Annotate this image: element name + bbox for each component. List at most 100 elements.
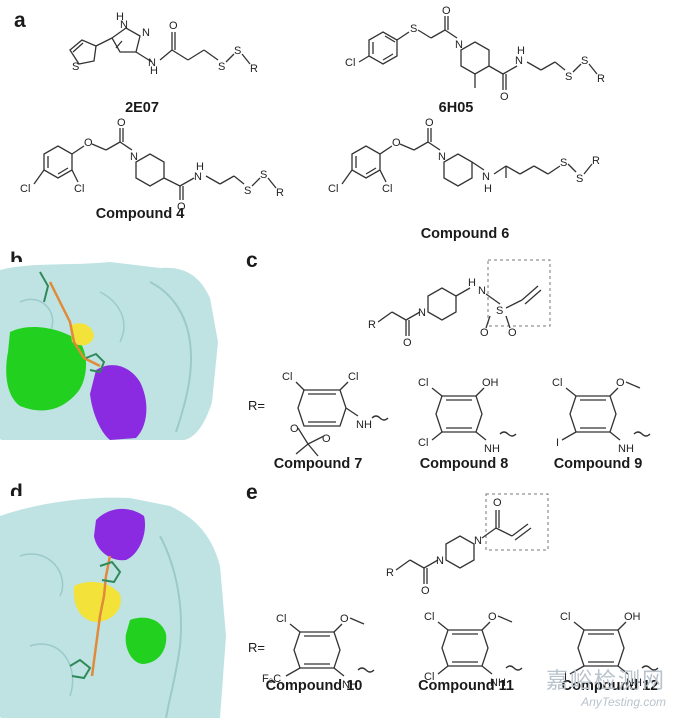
svg-text:N: N [474, 535, 482, 547]
svg-text:N: N [194, 171, 202, 183]
svg-text:F₃C: F₃C [262, 673, 281, 685]
label-compound-10: Compound 10 [265, 678, 363, 694]
svg-text:NH: NH [484, 443, 500, 455]
svg-text:S: S [72, 61, 79, 73]
label-compound-6: Compound 6 [420, 226, 510, 242]
svg-text:Cl: Cl [282, 371, 292, 383]
svg-text:N: N [436, 555, 444, 567]
svg-text:S: S [565, 71, 572, 83]
panel-letter-a: a [14, 9, 26, 32]
svg-text:H: H [196, 161, 204, 173]
label-compound-9: Compound 9 [553, 456, 643, 472]
svg-text:O: O [421, 585, 430, 597]
svg-text:NH: NH [626, 677, 642, 689]
svg-text:NH: NH [342, 679, 358, 691]
structure-compound-9: Cl O I NH [552, 377, 651, 455]
protein-surface-b [0, 262, 218, 440]
label-compound-11: Compound 11 [418, 678, 514, 694]
svg-text:Cl: Cl [328, 183, 338, 195]
svg-text:H: H [116, 11, 124, 23]
svg-text:S: S [560, 157, 567, 169]
protein-surface-d [0, 496, 226, 718]
svg-text:N: N [515, 55, 523, 67]
svg-text:H: H [150, 65, 158, 77]
label-compound-4: Compound 4 [95, 206, 185, 222]
svg-text:O: O [403, 337, 412, 349]
svg-text:Cl: Cl [552, 377, 562, 389]
svg-text:R: R [276, 187, 284, 199]
svg-text:O: O [290, 423, 299, 435]
svg-text:S: S [260, 169, 267, 181]
structure-compound-6: Cl Cl O O N N H S S R [328, 117, 600, 195]
svg-text:H: H [484, 183, 492, 195]
svg-text:R: R [368, 319, 376, 331]
svg-text:Cl: Cl [424, 671, 434, 683]
structure-2e07: S H N N H N O S S R [69, 11, 258, 77]
watermark-cn: 嘉峪检测网 [545, 669, 666, 694]
svg-text:I: I [556, 437, 559, 449]
svg-text:O: O [442, 5, 451, 17]
label-2e07: 2E07 [125, 100, 159, 116]
watermark: 嘉峪检测网 AnyTesting.com [546, 663, 666, 709]
svg-text:O: O [169, 20, 178, 32]
svg-text:O: O [480, 327, 489, 339]
svg-text:N: N [142, 27, 150, 39]
svg-text:O: O [340, 613, 349, 625]
svg-text:S: S [410, 23, 417, 35]
svg-text:R: R [250, 63, 258, 75]
structure-compound-8: Cl OH Cl NH [418, 377, 517, 455]
svg-text:Cl: Cl [345, 57, 355, 69]
svg-text:NH: NH [490, 677, 506, 689]
structure-compound-4: Cl Cl O O N O N H S S R [20, 117, 284, 213]
svg-text:S: S [244, 185, 251, 197]
panel-letter-c: c [246, 249, 258, 272]
svg-text:H: H [517, 45, 525, 57]
svg-text:R: R [597, 73, 605, 85]
structure-compound-11: Cl O Cl NH [424, 611, 523, 689]
svg-text:I: I [564, 671, 567, 683]
svg-text:O: O [488, 611, 497, 623]
svg-text:N: N [438, 151, 446, 163]
svg-text:O: O [493, 497, 502, 509]
svg-text:S: S [218, 61, 225, 73]
svg-text:OH: OH [624, 611, 641, 623]
structure-c-core: R O N H N S O O [368, 259, 551, 349]
svg-text:N: N [455, 39, 463, 51]
svg-text:NH: NH [618, 443, 634, 455]
r-equals-label-c: R= [248, 398, 265, 413]
label-6h05: 6H05 [438, 100, 474, 116]
svg-text:Cl: Cl [418, 437, 428, 449]
watermark-en: AnyTesting.com [581, 695, 666, 709]
svg-text:Cl: Cl [382, 183, 392, 195]
svg-text:Cl: Cl [276, 613, 286, 625]
label-compound-12: Compound 12 [561, 678, 659, 694]
svg-text:Cl: Cl [74, 183, 84, 195]
svg-text:S: S [581, 55, 588, 67]
structure-compound-7: Cl Cl O O NH [282, 371, 389, 457]
structure-6h05: Cl S O N O N H S S R [345, 5, 605, 103]
svg-text:N: N [130, 151, 138, 163]
svg-text:Cl: Cl [560, 611, 570, 623]
svg-text:O: O [425, 117, 434, 129]
svg-text:S: S [496, 305, 503, 317]
svg-text:Cl: Cl [424, 611, 434, 623]
svg-text:S: S [576, 173, 583, 185]
svg-text:O: O [117, 117, 126, 129]
structure-compound-10: Cl O F₃C NH [262, 613, 375, 691]
svg-text:N: N [418, 307, 426, 319]
svg-text:O: O [500, 91, 509, 103]
label-compound-7: Compound 7 [273, 456, 363, 472]
svg-text:R: R [592, 155, 600, 167]
r-equals-label-e: R= [248, 640, 265, 655]
svg-text:N: N [478, 285, 486, 297]
svg-text:S: S [234, 45, 241, 57]
svg-text:O: O [392, 137, 401, 149]
svg-text:NH: NH [356, 419, 372, 431]
svg-text:N: N [120, 19, 128, 31]
svg-text:O: O [84, 137, 93, 149]
svg-text:Cl: Cl [418, 377, 428, 389]
svg-text:O: O [322, 433, 331, 445]
svg-text:H: H [468, 277, 476, 289]
panel-letter-e: e [246, 481, 258, 504]
label-compound-8: Compound 8 [419, 456, 509, 472]
